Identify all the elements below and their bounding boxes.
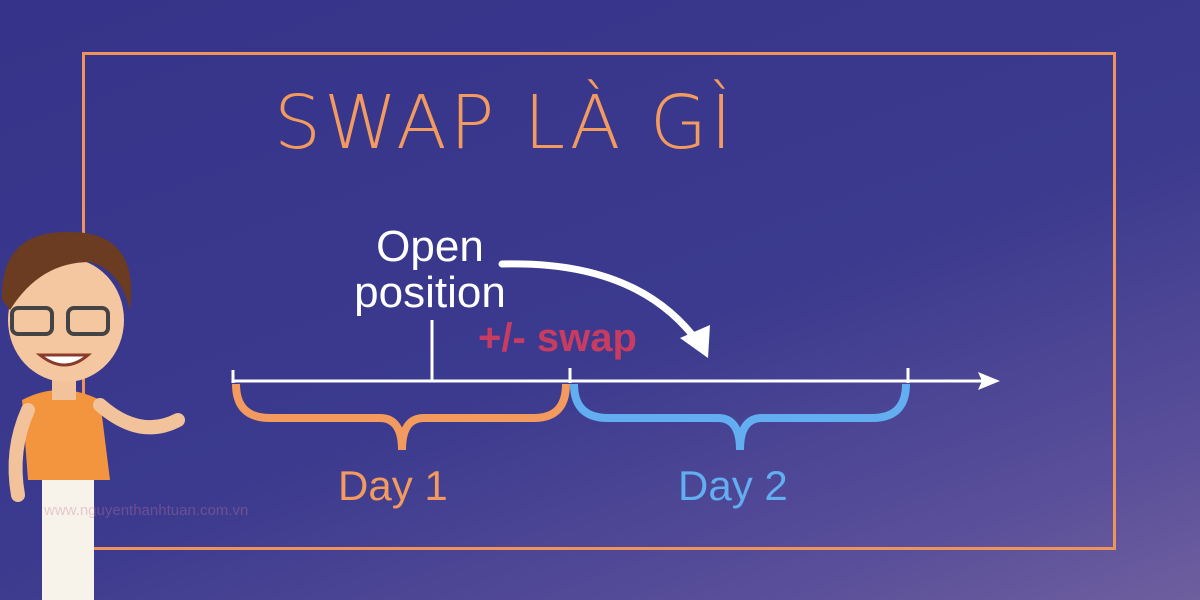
day1-label: Day 1	[338, 462, 448, 509]
curved-arrow-head	[680, 325, 710, 358]
arrow-head-icon	[978, 372, 1000, 390]
page-title: SWAP LÀ GÌ	[274, 80, 736, 166]
day1-brace	[232, 383, 570, 451]
timeline-axis	[231, 320, 1000, 390]
open-position-label: Open position	[340, 224, 520, 316]
open-position-line1: Open	[376, 222, 484, 271]
open-position-line2: position	[354, 268, 506, 317]
watermark: www.nguyenthanhtuan.com.vn	[44, 502, 249, 519]
day2-label: Day 2	[678, 462, 788, 509]
curved-arrow-icon	[498, 260, 704, 349]
cartoon-character	[1, 231, 185, 600]
day2-brace	[570, 383, 910, 451]
swap-label: +/- swap	[478, 316, 637, 360]
